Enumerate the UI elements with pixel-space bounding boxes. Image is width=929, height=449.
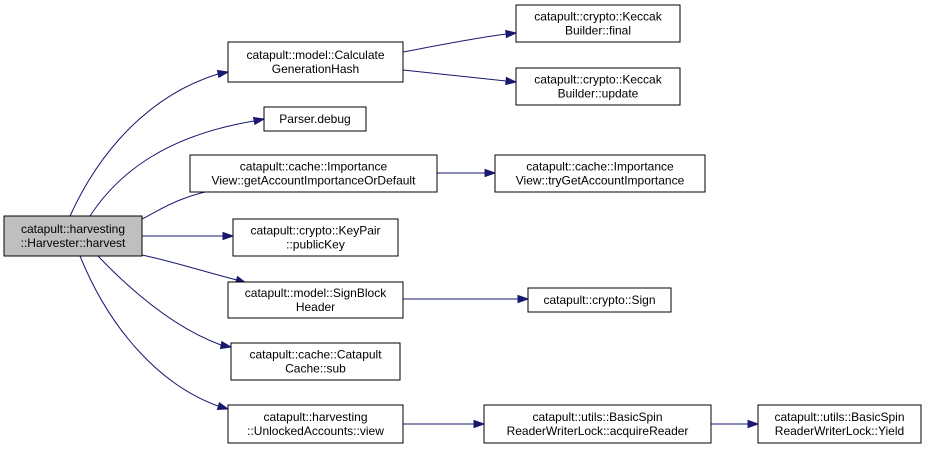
node-label-line: catapult::harvesting bbox=[263, 410, 367, 424]
node-label-line: Parser.debug bbox=[279, 112, 350, 126]
node-label-line: ::Harvester::harvest bbox=[21, 236, 126, 250]
node-yield[interactable]: catapult::utils::BasicSpinReaderWriterLo… bbox=[757, 404, 922, 444]
node-label-line: Builder::update bbox=[558, 87, 639, 101]
edge-calcgen-to-kfinal bbox=[402, 29, 518, 53]
edge-arrowhead bbox=[747, 419, 760, 429]
node-box bbox=[227, 41, 404, 83]
edge-line bbox=[89, 120, 255, 217]
node-keypair[interactable]: catapult::crypto::KeyPair::publicKey bbox=[232, 218, 399, 257]
nodes-layer: catapult::harvesting::Harvester::harvest… bbox=[3, 4, 922, 444]
node-label-line: View::tryGetAccountImportance bbox=[516, 174, 685, 188]
edge-arrowhead bbox=[216, 401, 230, 411]
edge-arrowhead bbox=[219, 340, 233, 350]
edge-line bbox=[69, 73, 219, 217]
edge-arrowhead bbox=[216, 69, 230, 79]
node-box bbox=[227, 404, 404, 444]
edge-arrowhead bbox=[505, 76, 518, 86]
node-box bbox=[227, 281, 404, 319]
edge-unlocked-to-acqreader bbox=[403, 419, 486, 429]
node-pdebug[interactable]: Parser.debug bbox=[263, 106, 367, 132]
node-root[interactable]: catapult::harvesting::Harvester::harvest bbox=[3, 215, 143, 257]
node-label-line: catapult::crypto::Keccak bbox=[534, 73, 662, 87]
node-box bbox=[515, 4, 681, 43]
edge-getimp-to-tryimp bbox=[437, 168, 497, 178]
edges-layer bbox=[69, 29, 760, 429]
node-label-line: catapult::crypto::KeyPair bbox=[250, 224, 380, 238]
edge-root-to-signbh bbox=[141, 254, 248, 284]
node-box bbox=[232, 218, 399, 257]
node-unlocked[interactable]: catapult::harvesting::UnlockedAccounts::… bbox=[227, 404, 404, 444]
edge-line bbox=[402, 33, 507, 53]
edge-arrowhead bbox=[505, 29, 518, 39]
edge-root-to-unlocked bbox=[79, 255, 230, 411]
edge-root-to-ccsub bbox=[97, 255, 233, 350]
edge-line bbox=[141, 254, 238, 281]
node-label-line: catapult::crypto::Keccak bbox=[534, 10, 662, 24]
node-box bbox=[494, 154, 706, 193]
edge-arrowhead bbox=[484, 168, 497, 178]
node-label-line: catapult::crypto::Sign bbox=[543, 293, 655, 307]
edge-root-to-keypair bbox=[142, 231, 235, 241]
node-tryimp[interactable]: catapult::cache::ImportanceView::tryGetA… bbox=[494, 154, 706, 193]
node-box bbox=[757, 404, 922, 444]
node-label-line: catapult::harvesting bbox=[21, 222, 125, 236]
edge-calcgen-to-kupdate bbox=[402, 69, 518, 86]
node-label-line: catapult::cache::Catapult bbox=[249, 348, 382, 362]
edge-root-to-pdebug bbox=[89, 116, 266, 217]
node-box bbox=[3, 215, 143, 257]
edge-arrowhead bbox=[517, 294, 530, 304]
node-box bbox=[230, 342, 401, 381]
edge-line bbox=[97, 255, 222, 346]
node-label-line: ReaderWriterLock::acquireReader bbox=[507, 424, 689, 438]
edge-arrowhead bbox=[473, 419, 486, 429]
node-box bbox=[527, 287, 672, 313]
node-label-line: GenerationHash bbox=[272, 62, 359, 76]
node-box bbox=[483, 404, 712, 444]
node-box bbox=[263, 106, 367, 132]
edge-acqreader-to-yield bbox=[711, 419, 760, 429]
node-label-line: catapult::model::SignBlock bbox=[245, 286, 387, 300]
edge-root-to-calcgen bbox=[69, 69, 230, 217]
node-label-line: catapult::model::Calculate bbox=[246, 48, 384, 62]
node-box bbox=[189, 154, 438, 193]
node-label-line: Header bbox=[296, 300, 335, 314]
edge-line bbox=[79, 255, 219, 407]
node-label-line: Cache::sub bbox=[285, 362, 346, 376]
node-label-line: View::getAccountImportanceOrDefault bbox=[212, 174, 417, 188]
node-label-line: ::UnlockedAccounts::view bbox=[247, 424, 384, 438]
node-label-line: ReaderWriterLock::Yield bbox=[775, 424, 904, 438]
edge-arrowhead bbox=[252, 116, 266, 126]
node-label-line: catapult::utils::BasicSpin bbox=[774, 410, 904, 424]
node-label-line: catapult::utils::BasicSpin bbox=[532, 410, 662, 424]
node-label-line: Builder::final bbox=[565, 24, 631, 38]
node-label-line: catapult::cache::Importance bbox=[526, 160, 674, 174]
edge-signbh-to-csign bbox=[403, 294, 530, 304]
edge-line bbox=[141, 187, 226, 220]
node-csign[interactable]: catapult::crypto::Sign bbox=[527, 287, 672, 313]
node-box bbox=[515, 67, 681, 106]
node-getimp[interactable]: catapult::cache::ImportanceView::getAcco… bbox=[189, 154, 438, 193]
node-label-line: ::publicKey bbox=[286, 238, 345, 252]
node-label-line: catapult::cache::Importance bbox=[240, 160, 388, 174]
edge-arrowhead bbox=[222, 231, 235, 241]
node-acqreader[interactable]: catapult::utils::BasicSpinReaderWriterLo… bbox=[483, 404, 712, 444]
edge-line bbox=[402, 69, 507, 82]
